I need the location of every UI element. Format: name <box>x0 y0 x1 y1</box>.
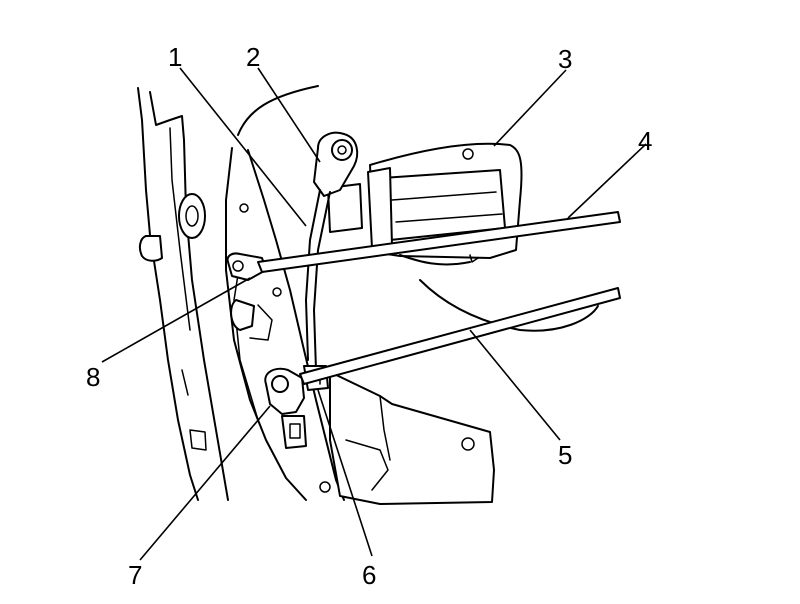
leader-5 <box>469 329 561 441</box>
callout-6: 6 <box>362 560 376 590</box>
leader-8 <box>101 277 251 363</box>
leader-7 <box>139 405 271 561</box>
callout-labels: 1 2 3 4 5 6 7 8 <box>86 42 652 590</box>
leader-6 <box>317 389 373 557</box>
callout-2: 2 <box>246 42 260 72</box>
rod-clip-upper <box>226 252 267 281</box>
leader-lines <box>101 67 647 561</box>
callout-8: 8 <box>86 362 100 392</box>
callout-7: 7 <box>128 560 142 590</box>
release-rod-4 <box>257 211 621 273</box>
lock-lever <box>305 131 359 371</box>
callout-4: 4 <box>638 126 652 156</box>
leader-1 <box>179 67 307 227</box>
rod-clip-lower <box>264 367 307 449</box>
callout-5: 5 <box>558 440 572 470</box>
callout-1: 1 <box>168 42 182 72</box>
door-shell <box>225 85 345 501</box>
handle-bracket <box>329 279 599 505</box>
inner-door-panel <box>137 87 229 501</box>
latch-actuator-housing <box>327 142 523 266</box>
callout-3: 3 <box>558 44 572 74</box>
leader-4 <box>567 143 647 219</box>
release-rod-5 <box>299 287 621 385</box>
leader-2 <box>257 67 321 163</box>
leader-3 <box>493 69 567 147</box>
